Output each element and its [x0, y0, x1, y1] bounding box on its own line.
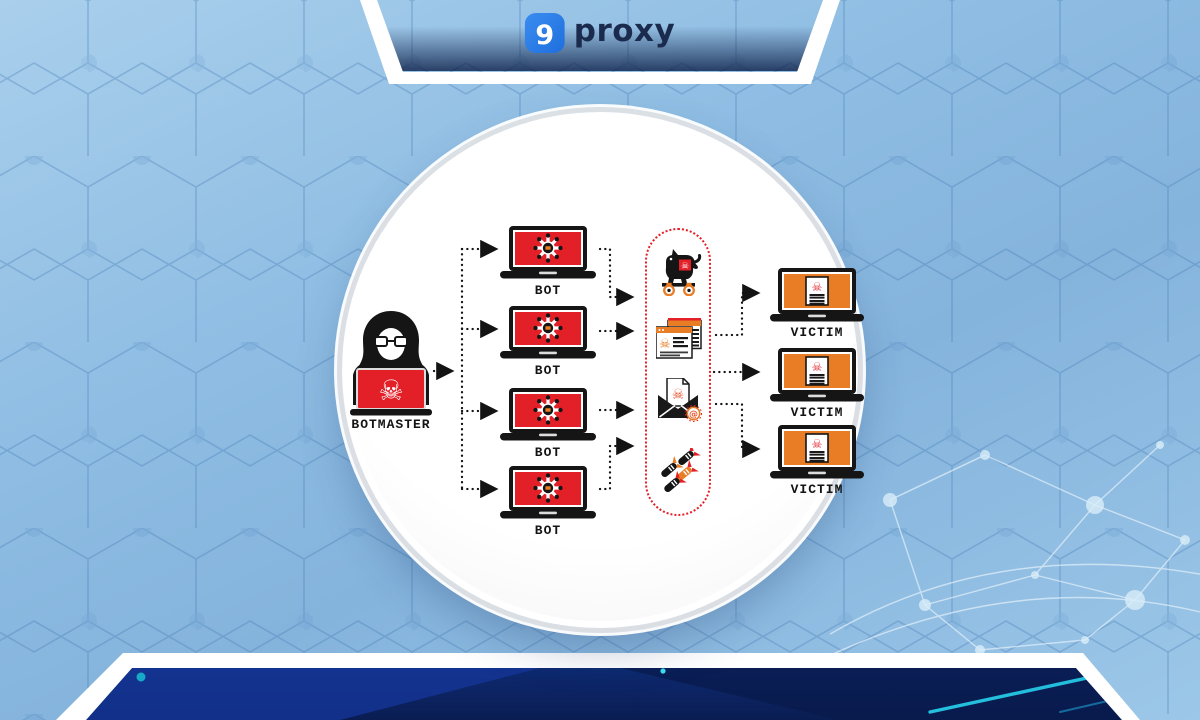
botmaster-figure: ☠: [350, 311, 432, 416]
banner-white-frame: [360, 0, 840, 84]
bottom-banner: [56, 653, 1140, 720]
skull-icon: ☠: [681, 262, 689, 272]
botnet-virus-icon: [533, 395, 563, 425]
botnet-virus-icon: [533, 313, 563, 343]
teal-dot: [136, 672, 146, 682]
teal-dot: [660, 668, 666, 674]
bot-laptop: [500, 466, 596, 519]
cyan-light-streak: [928, 668, 1122, 714]
infected-file-icon: ☠: [805, 356, 829, 386]
navy-streak: [620, 668, 1122, 720]
at-badge-icon: @: [685, 405, 702, 422]
attack-methods-pill: ☠ ☠ ☠ @: [645, 228, 711, 516]
victim-laptop: ☠: [770, 348, 864, 402]
bot-laptop: [500, 226, 596, 279]
banner-white-frame: [56, 653, 1140, 720]
skull-icon: ☠: [812, 280, 823, 294]
bot-laptop: [500, 388, 596, 441]
malware-email-icon: ☠ @: [658, 378, 702, 422]
victim-label: VICTIM: [790, 482, 844, 497]
logo-digit: 9: [535, 20, 554, 51]
victim-laptop: ☠: [770, 425, 864, 479]
infected-file-icon: ☠: [805, 433, 829, 463]
bot-label: BOT: [534, 445, 562, 460]
victim-label: VICTIM: [790, 325, 844, 340]
logo-9-icon: 9: [524, 13, 565, 53]
botnet-virus-icon: [533, 233, 563, 263]
brand-logo: 9 proxy: [524, 12, 676, 53]
infected-file-icon: ☠: [805, 276, 829, 306]
skull-icon: ☠: [812, 360, 823, 374]
skull-icon: ☠: [378, 374, 403, 407]
navy-streak: [86, 668, 540, 720]
skull-icon: ☠: [659, 337, 671, 352]
glasses-icon: [369, 336, 413, 347]
skull-icon: ☠: [812, 437, 823, 451]
malware-missiles-icon: [661, 448, 701, 493]
botmaster-label: BOTMASTER: [351, 417, 431, 432]
bot-laptop: [500, 306, 596, 359]
logo-text: proxy: [573, 12, 676, 49]
at-glyph: @: [689, 410, 698, 420]
laptop-base: [350, 409, 432, 416]
victim-laptop: ☠: [770, 268, 864, 322]
trojan-horse-icon: ☠: [662, 249, 702, 296]
top-banner: [360, 0, 840, 84]
bot-label: BOT: [534, 283, 562, 298]
victim-label: VICTIM: [790, 405, 844, 420]
botnet-virus-icon: [533, 473, 563, 503]
diagram-circle: [342, 112, 858, 628]
phishing-pages-icon: ☠: [656, 318, 702, 359]
skull-icon: ☠: [672, 387, 685, 403]
cyan-light-streak: [1059, 681, 1122, 713]
banner-inner-shadow: [386, 26, 814, 71]
bot-label: BOT: [534, 523, 562, 538]
bot-label: BOT: [534, 363, 562, 378]
